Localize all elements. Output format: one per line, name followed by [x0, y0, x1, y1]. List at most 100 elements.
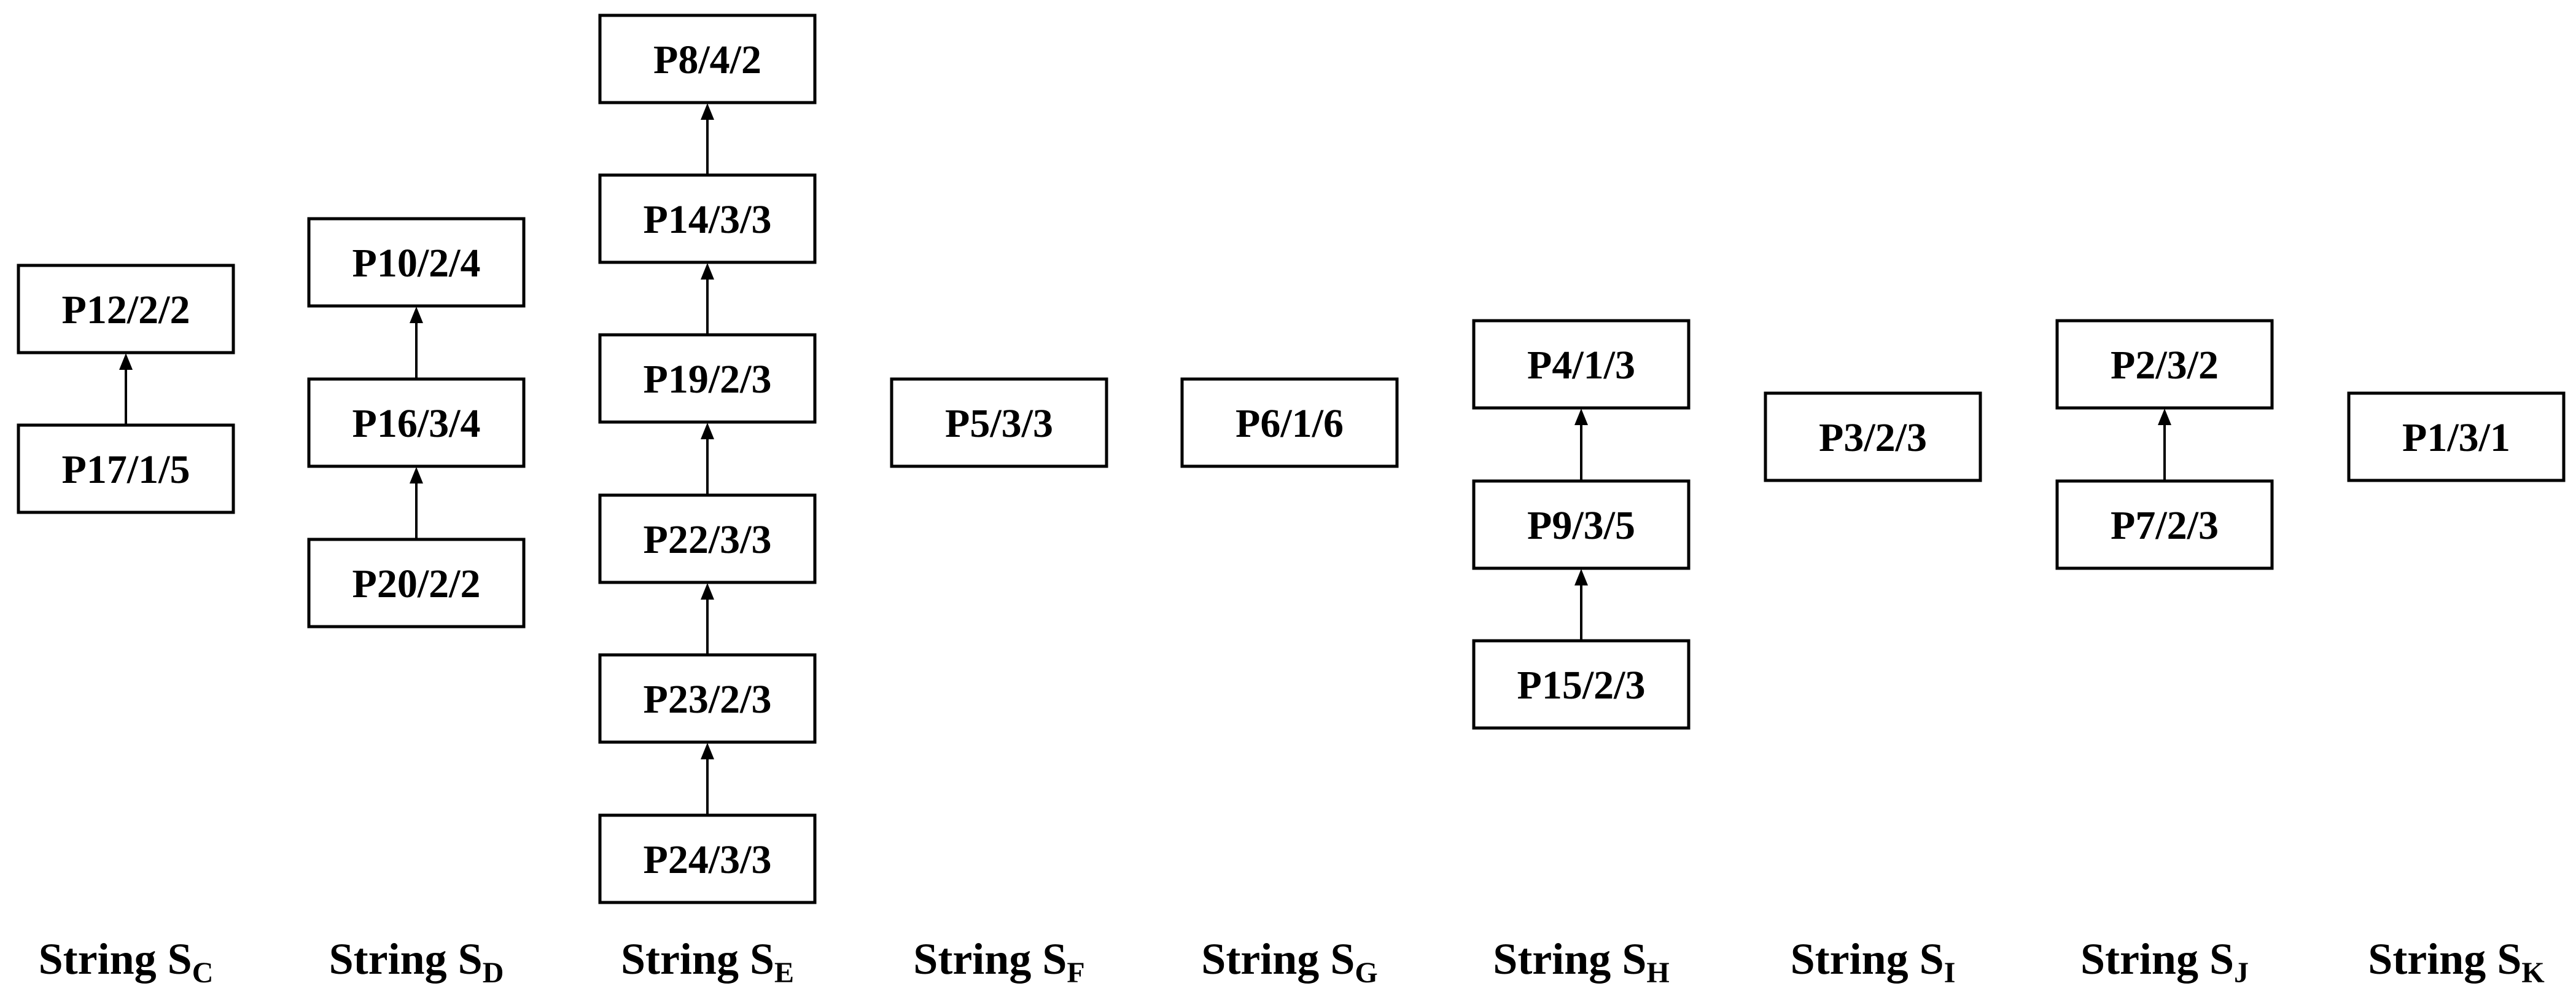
string-label-subscript: E — [774, 957, 794, 989]
string-label: String SF — [913, 934, 1084, 989]
task-label: P24/3/3 — [644, 837, 772, 882]
task-node: P20/2/2 — [307, 538, 526, 628]
task-node: P3/2/3 — [1764, 391, 1982, 482]
task-label: P17/1/5 — [62, 447, 190, 492]
string-label: String SG — [1201, 934, 1377, 989]
string-label-subscript: K — [2521, 957, 2544, 989]
task-label: P16/3/4 — [352, 401, 481, 446]
task-box — [1180, 377, 1399, 468]
task-box — [598, 14, 817, 104]
string-label-symbol: S — [750, 934, 774, 984]
task-box — [2055, 479, 2274, 570]
arrow-head — [2158, 409, 2171, 425]
task-node: P16/3/4 — [307, 377, 526, 468]
task-label: P14/3/3 — [644, 197, 772, 242]
task-box — [890, 377, 1108, 468]
task-label: P7/2/3 — [2111, 503, 2219, 548]
task-node: P1/3/1 — [2347, 391, 2566, 482]
string-label-subscript: J — [2234, 957, 2249, 989]
task-label: P12/2/2 — [62, 288, 190, 332]
task-node: P6/1/6 — [1180, 377, 1399, 468]
task-box — [1472, 639, 1691, 730]
arrow-head — [701, 103, 714, 120]
task-box — [307, 538, 526, 628]
task-node: P22/3/3 — [598, 493, 817, 584]
task-label: P1/3/1 — [2402, 415, 2510, 460]
task-node: P2/3/2 — [2055, 319, 2274, 410]
string-column-e: P8/4/2P14/3/3P19/2/3P22/3/3P23/2/3P24/3/… — [598, 14, 817, 904]
task-node: P24/3/3 — [598, 813, 817, 904]
task-box — [598, 813, 817, 904]
arrow-head — [701, 263, 714, 280]
arrow-head — [701, 423, 714, 439]
string-label-prefix: String — [621, 934, 750, 984]
task-node: P4/1/3 — [1472, 319, 1691, 410]
task-node: P8/4/2 — [598, 14, 817, 104]
task-node: P14/3/3 — [598, 173, 817, 264]
task-box — [598, 493, 817, 584]
string-column-i: P3/2/3 — [1764, 391, 1982, 482]
string-label-subscript: H — [1646, 957, 1669, 989]
string-label: String SC — [39, 934, 214, 989]
string-column-j: P2/3/2P7/2/3 — [2055, 319, 2274, 570]
string-label-prefix: String — [39, 934, 168, 984]
string-label-prefix: String — [329, 934, 458, 984]
arrow-head — [410, 467, 423, 483]
string-label-prefix: String — [1791, 934, 1920, 984]
string-column-f: P5/3/3 — [890, 377, 1108, 468]
task-box — [1472, 319, 1691, 410]
arrow-head — [1574, 569, 1588, 585]
task-label: P4/1/3 — [1527, 343, 1635, 388]
string-label-symbol: S — [1920, 934, 1944, 984]
task-node: P23/2/3 — [598, 653, 817, 744]
task-label: P10/2/4 — [352, 241, 481, 286]
task-node: P5/3/3 — [890, 377, 1108, 468]
string-label: String SH — [1493, 934, 1669, 989]
arrow-head — [1574, 409, 1588, 425]
string-label-symbol: S — [1042, 934, 1067, 984]
task-label: P15/2/3 — [1517, 663, 1646, 708]
task-box — [2055, 319, 2274, 410]
task-box — [2347, 391, 2566, 482]
task-box — [17, 264, 235, 354]
task-node: P15/2/3 — [1472, 639, 1691, 730]
task-label: P6/1/6 — [1235, 401, 1344, 446]
task-label: P5/3/3 — [945, 401, 1053, 446]
task-label: P23/2/3 — [644, 677, 772, 722]
string-label-subscript: G — [1355, 957, 1377, 989]
task-node: P17/1/5 — [17, 423, 235, 514]
task-node: P19/2/3 — [598, 333, 817, 424]
string-label-prefix: String — [1201, 934, 1330, 984]
string-label-symbol: S — [1622, 934, 1646, 984]
task-box — [17, 423, 235, 514]
arrow-head — [410, 307, 423, 323]
string-label-subscript: C — [192, 957, 214, 989]
string-label-subscript: I — [1944, 957, 1956, 989]
task-node: P9/3/5 — [1472, 479, 1691, 570]
arrow-head — [701, 743, 714, 759]
task-box — [1472, 479, 1691, 570]
task-label: P22/3/3 — [644, 517, 772, 562]
string-label-symbol: S — [2209, 934, 2234, 984]
task-label: P3/2/3 — [1819, 415, 1927, 460]
string-label-prefix: String — [1493, 934, 1622, 984]
string-label: String SJ — [2080, 934, 2249, 989]
task-box — [307, 217, 526, 308]
task-label: P20/2/2 — [352, 562, 481, 606]
task-box — [307, 377, 526, 468]
string-label-prefix: String — [913, 934, 1042, 984]
task-node: P12/2/2 — [17, 264, 235, 354]
task-label: P9/3/5 — [1527, 503, 1635, 548]
string-label-prefix: String — [2080, 934, 2209, 984]
string-column-g: P6/1/6 — [1180, 377, 1399, 468]
string-label-symbol: S — [168, 934, 192, 984]
arrow-head — [119, 353, 133, 370]
string-label: String SE — [621, 934, 794, 989]
string-label-subscript: D — [483, 957, 504, 989]
string-label-symbol: S — [458, 934, 483, 984]
task-node: P7/2/3 — [2055, 479, 2274, 570]
